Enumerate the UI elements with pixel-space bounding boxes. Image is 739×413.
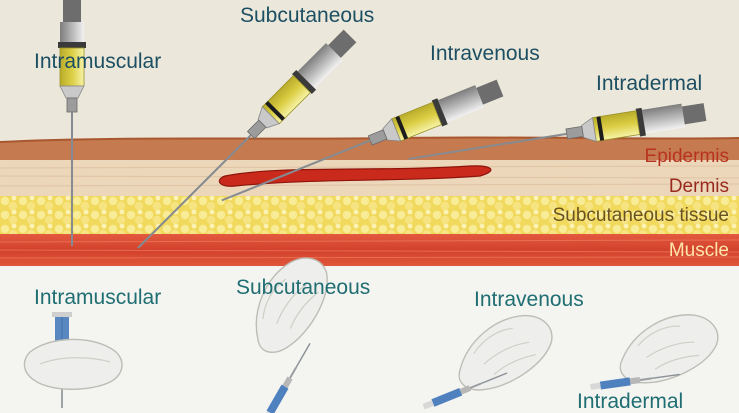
label-intramuscular-top: Intramuscular bbox=[34, 50, 161, 74]
label-muscle: Muscle bbox=[669, 240, 729, 262]
label-subcutaneous-bottom: Subcutaneous bbox=[236, 276, 370, 300]
label-intravenous-top: Intravenous bbox=[430, 42, 540, 66]
label-intravenous-bottom: Intravenous bbox=[474, 288, 584, 312]
label-subcutaneous-tissue: Subcutaneous tissue bbox=[553, 205, 729, 227]
label-intradermal-bottom: Intradermal bbox=[577, 390, 683, 413]
label-epidermis: Epidermis bbox=[645, 146, 729, 168]
skin-cross-section bbox=[0, 137, 739, 266]
label-dermis: Dermis bbox=[669, 176, 729, 198]
label-intradermal-top: Intradermal bbox=[596, 72, 702, 96]
label-intramuscular-bottom: Intramuscular bbox=[34, 286, 161, 310]
label-subcutaneous-top: Subcutaneous bbox=[240, 4, 374, 28]
